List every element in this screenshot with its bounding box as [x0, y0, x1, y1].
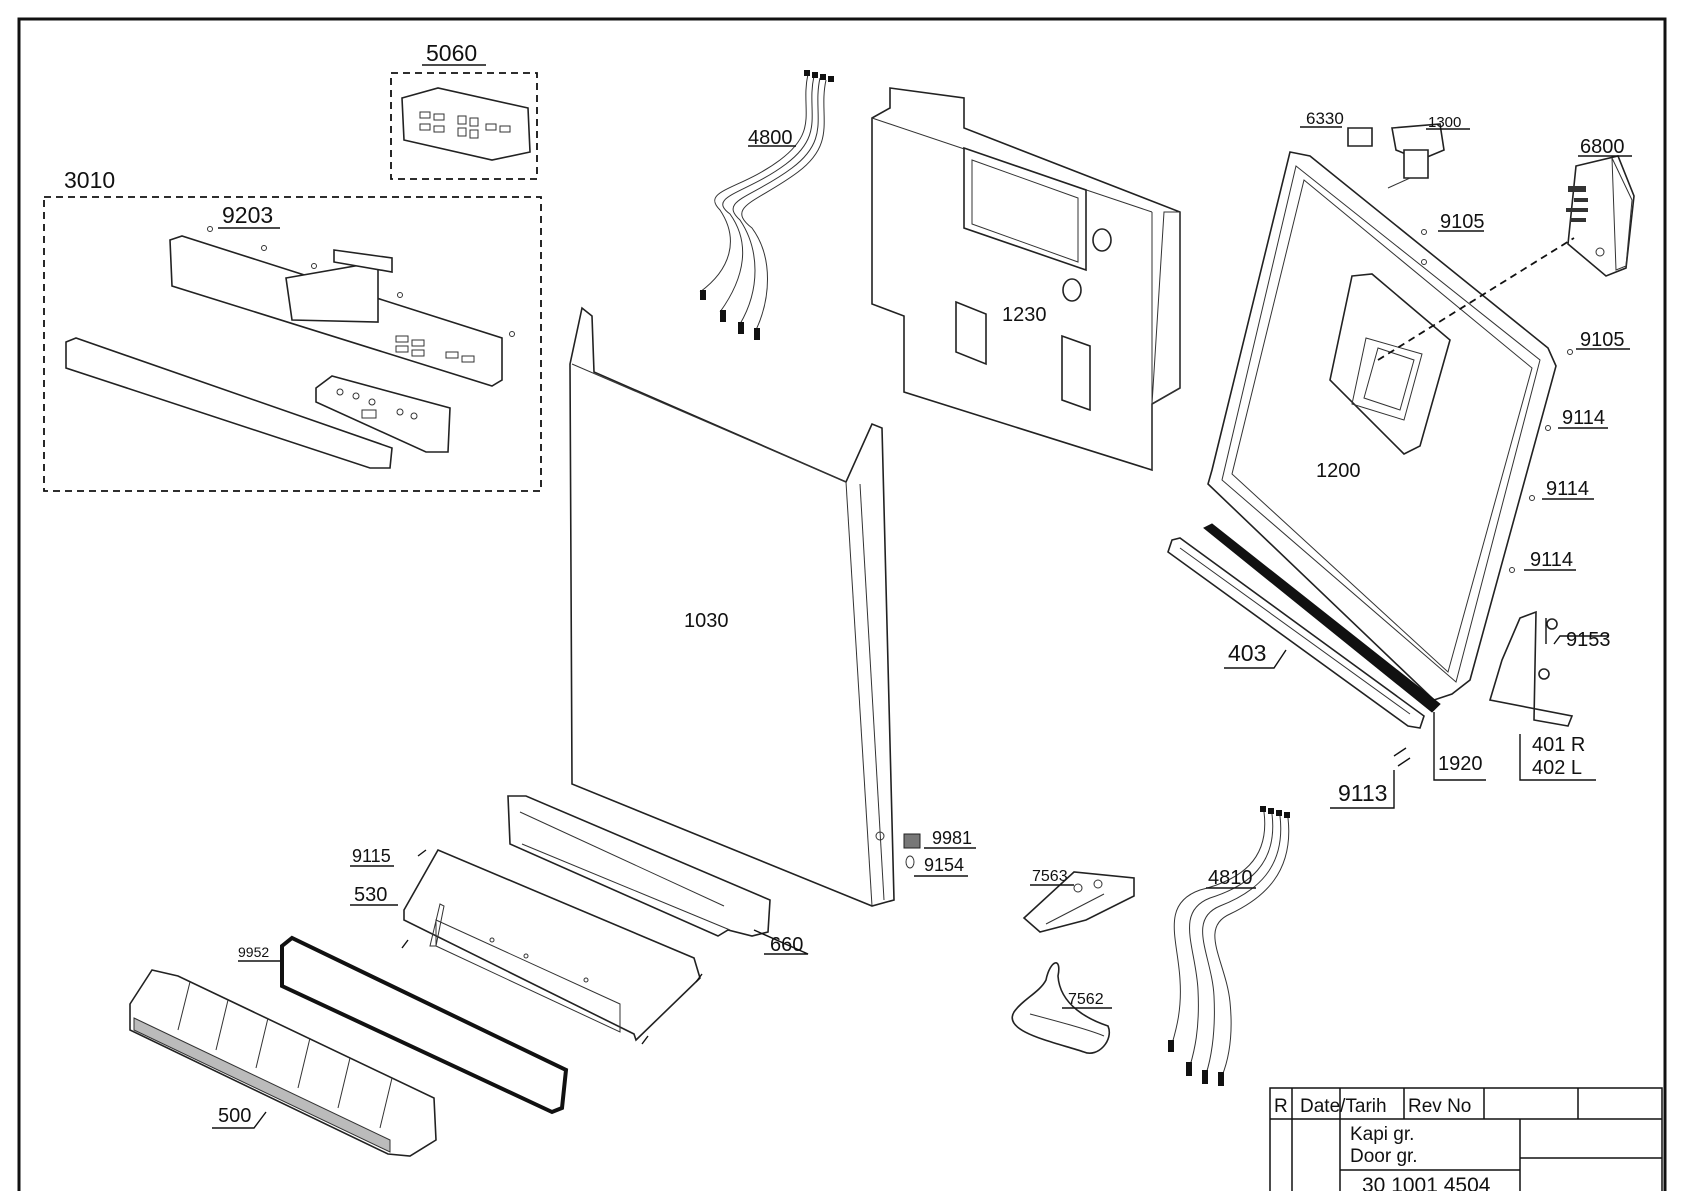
assembly-guide-6800: [1377, 237, 1575, 361]
label-9952: 9952: [238, 944, 269, 960]
part-6800-detergent-dispenser: [1566, 155, 1635, 277]
label-9114-top: 9114: [1562, 407, 1605, 429]
part-4800-wiring-harness: [699, 70, 834, 340]
sheet-border: [17, 17, 1667, 1191]
title-block: R Date/Tarih Rev No Kapi gr. Door gr. 30…: [1269, 1087, 1663, 1191]
label-5060: 5060: [426, 40, 477, 66]
title-col-r: R: [1274, 1096, 1288, 1117]
part-9115-screws: [401, 849, 703, 1045]
label-9114-bottom: 9114: [1530, 549, 1573, 571]
part-5060-control-module: [390, 72, 538, 180]
label-9105-lower: 9105: [1580, 329, 1625, 351]
part-403-bottom-rail: [1167, 537, 1425, 729]
label-660: 660: [770, 934, 803, 956]
label-1200: 1200: [1316, 460, 1361, 482]
part-500-kick-plate: [129, 969, 437, 1157]
label-6330: 6330: [1306, 109, 1344, 128]
part-9113-screws: [1393, 747, 1411, 767]
label-500: 500: [218, 1105, 251, 1127]
part-display-board: [315, 375, 451, 453]
part-6330-hinge-bracket: [1347, 127, 1373, 147]
part-1230-insulation-panel: [871, 87, 1181, 472]
label-402-l: 402 L: [1532, 757, 1582, 779]
title-drawing-number: 30 1001 4504: [1362, 1174, 1491, 1191]
part-4810-wiring-harness: [1168, 806, 1290, 1086]
part-1300-door-lock: [1387, 123, 1445, 189]
part-530-mounting-bracket: [403, 848, 701, 1042]
label-9981: 9981: [932, 828, 972, 848]
part-1030-outer-door-panel: [569, 306, 895, 907]
label-9105-upper: 9105: [1440, 211, 1485, 233]
part-9952-foam-bar: [280, 935, 569, 1115]
part-9981-bumper: [903, 833, 921, 849]
label-6800: 6800: [1580, 136, 1625, 158]
part-401-402-hinge: [1488, 610, 1574, 727]
label-530: 530: [354, 884, 387, 906]
label-9154: 9154: [924, 855, 964, 875]
label-9153: 9153: [1566, 629, 1611, 651]
label-4810: 4810: [1208, 867, 1253, 889]
label-9114-middle: 9114: [1546, 478, 1589, 500]
title-description-en: Door gr.: [1350, 1146, 1418, 1167]
part-7562-hinge-cover: [1011, 962, 1111, 1054]
part-660-insulation-strip: [507, 795, 771, 937]
label-1920: 1920: [1438, 753, 1483, 775]
label-1300: 1300: [1428, 114, 1461, 131]
part-9154-washer: [905, 855, 915, 869]
label-1030: 1030: [684, 610, 729, 632]
title-col-rev: Rev No: [1408, 1096, 1471, 1117]
group-box-3010: [43, 196, 542, 492]
label-7563: 7563: [1032, 868, 1068, 885]
label-403: 403: [1228, 640, 1266, 666]
part-7563-hinge-cover: [1022, 871, 1135, 933]
label-9113: 9113: [1338, 780, 1387, 806]
part-1920-gasket: [1203, 523, 1441, 713]
part-trim-strip: [65, 337, 393, 469]
label-9115: 9115: [352, 846, 391, 866]
leader-lines: [212, 64, 1632, 1129]
title-col-date: Date/Tarih: [1300, 1096, 1387, 1117]
label-4800: 4800: [748, 127, 793, 149]
label-1230: 1230: [1002, 304, 1047, 326]
part-3010-control-panel-group: [43, 196, 542, 492]
label-3010: 3010: [64, 167, 115, 193]
label-9203: 9203: [222, 202, 273, 228]
group-box-5060: [390, 72, 538, 180]
label-401-r: 401 R: [1532, 734, 1585, 756]
part-labels: 5060 3010 9203 4800 1230 6330 1300 6800 …: [64, 40, 1625, 1127]
label-7562: 7562: [1068, 991, 1104, 1008]
part-1200-inner-door-panel: [1207, 151, 1573, 701]
title-description-tr: Kapi gr.: [1350, 1124, 1414, 1145]
